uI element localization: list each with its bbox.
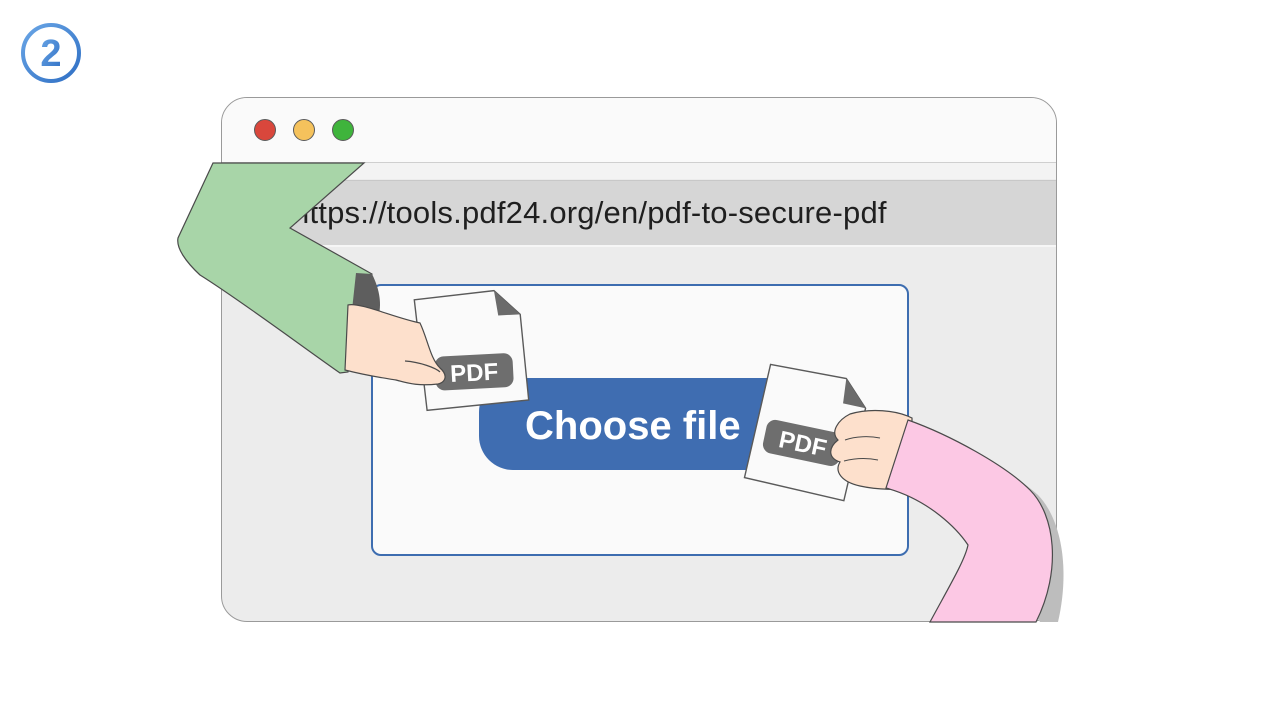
address-bar[interactable]: https://tools.pdf24.org/en/pdf-to-secure… (222, 180, 1056, 247)
step-number-badge: 2 (20, 22, 82, 84)
browser-toolbar (222, 163, 1056, 179)
step-number: 2 (40, 33, 61, 75)
browser-window: https://tools.pdf24.org/en/pdf-to-secure… (221, 97, 1057, 622)
minimize-window-button[interactable] (293, 119, 315, 141)
choose-file-button-label: Choose file (525, 404, 741, 448)
maximize-window-button[interactable] (332, 119, 354, 141)
circled-digit-icon: 2 (21, 23, 81, 83)
choose-file-button[interactable]: Choose file (479, 378, 819, 470)
file-drop-zone[interactable]: Choose file (371, 284, 909, 556)
close-window-button[interactable] (254, 119, 276, 141)
browser-titlebar (222, 98, 1056, 163)
address-url[interactable]: https://tools.pdf24.org/en/pdf-to-secure… (292, 195, 887, 230)
